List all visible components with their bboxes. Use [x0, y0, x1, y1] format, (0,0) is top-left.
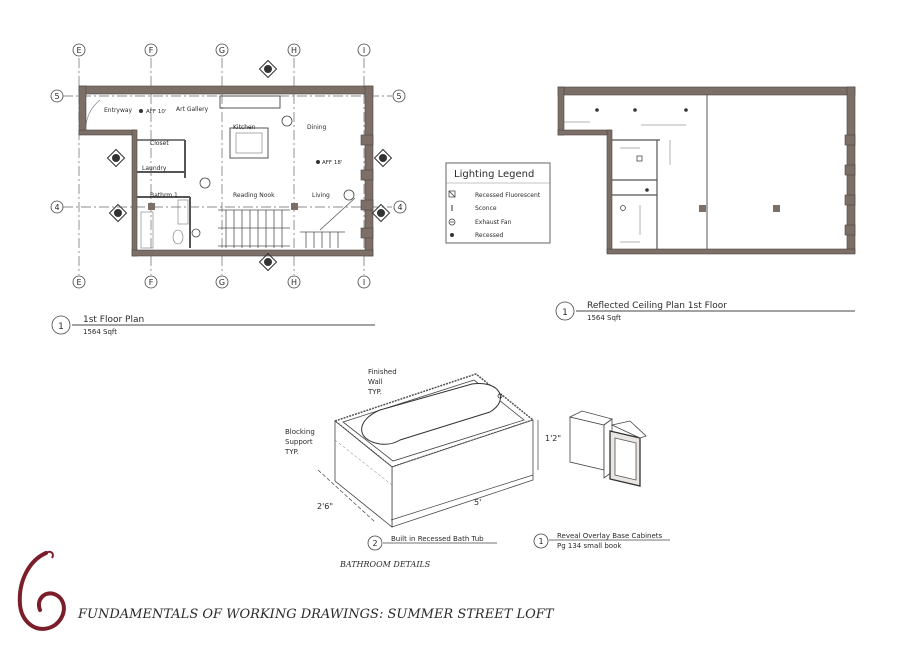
svg-text:Reveal Overlay Base Cabinets: Reveal Overlay Base Cabinets	[557, 532, 663, 540]
floor-plan-title-block: 1 1st Floor Plan 1564 Sqft	[51, 315, 375, 336]
svg-text:I: I	[363, 278, 365, 287]
grid-bubble-g-top: G	[215, 43, 229, 57]
svg-text:Built in Recessed Bath Tub: Built in Recessed Bath Tub	[391, 535, 484, 543]
aff-note-10: AFF 10'	[146, 109, 166, 115]
floor-plan: E F G H I E F G H I 5 5 4 4	[50, 43, 407, 336]
stairs	[218, 197, 356, 248]
svg-text:Recessed: Recessed	[475, 232, 504, 239]
room-label-living: Living	[312, 192, 330, 199]
grid-bubble-e-bottom: E	[72, 275, 86, 289]
grid-bubble-g-bottom: G	[215, 275, 229, 289]
recessed-fluorescent-icon	[448, 190, 456, 198]
floor-plan-sqft: 1564 Sqft	[83, 328, 117, 336]
exterior-walls	[78, 85, 374, 257]
section-marker-icon	[371, 203, 391, 223]
base-cabinet-detail: 1 Reveal Overlay Base Cabinets Pg 134 sm…	[533, 410, 670, 550]
floor-plan-title: 1st Floor Plan	[83, 315, 144, 325]
svg-text:2: 2	[372, 539, 377, 548]
svg-text:G: G	[219, 278, 225, 287]
legend-title: Lighting Legend	[454, 169, 534, 180]
section-marker-icon	[258, 252, 278, 272]
svg-text:E: E	[76, 46, 81, 55]
svg-text:Sconce: Sconce	[475, 205, 497, 212]
grid-bubble-f-top: F	[144, 43, 158, 57]
section-title: BATHROOM DETAILS	[339, 560, 431, 569]
recessed-icon	[450, 233, 454, 237]
grid-bubble-e-top: E	[72, 43, 86, 57]
section-marker-icon	[108, 203, 128, 223]
note-blocking-support: Blocking	[285, 428, 315, 436]
grid-bubble-4-left: 4	[50, 200, 64, 214]
sheet-title: FUNDAMENTALS OF WORKING DRAWINGS: SUMMER…	[77, 607, 555, 622]
section-marker-icon	[373, 148, 393, 168]
svg-text:5: 5	[54, 92, 59, 101]
grid-bubble-h-bottom: H	[287, 275, 301, 289]
svg-text:Exhaust Fan: Exhaust Fan	[475, 219, 512, 226]
lighting-legend: Lighting Legend Recessed Fluorescent Sco…	[445, 162, 551, 244]
svg-text:5: 5	[396, 92, 401, 101]
svg-text:Wall: Wall	[368, 378, 383, 386]
interior-walls	[85, 95, 298, 249]
grid-bubble-5-right: 5	[392, 89, 406, 103]
dim-length: 5'	[474, 498, 481, 507]
svg-text:E: E	[76, 278, 81, 287]
svg-text:1: 1	[538, 537, 543, 546]
dim-height: 1'2"	[545, 434, 561, 443]
svg-text:I: I	[363, 46, 365, 55]
room-label-laundry: Laundry	[142, 165, 167, 172]
section-marker-icon	[106, 148, 126, 168]
grid-bubble-i-bottom: I	[357, 275, 371, 289]
section-marker-icon	[258, 59, 278, 79]
room-label-closet: Closet	[150, 140, 169, 147]
svg-text:Pg 134 small book: Pg 134 small book	[557, 542, 622, 550]
ceiling-plan-sqft: 1564 Sqft	[587, 314, 621, 322]
room-label-kitchen: Kitchen	[233, 124, 256, 131]
svg-text:H: H	[291, 46, 297, 55]
svg-text:F: F	[149, 278, 154, 287]
room-label-bathroom: Bathrm 1	[150, 192, 178, 199]
svg-text:1: 1	[562, 308, 568, 318]
svg-text:Recessed Fluorescent: Recessed Fluorescent	[475, 192, 541, 199]
grid-bubble-i-top: I	[357, 43, 371, 57]
aff-note-18: AFF 18'	[322, 160, 342, 166]
dim-width: 2'6"	[317, 502, 333, 511]
svg-text:Support: Support	[285, 438, 313, 446]
room-label-dining: Dining	[307, 124, 327, 131]
room-label-entryway: Entryway	[104, 107, 133, 114]
ceiling-plan-title-block: 1 Reflected Ceiling Plan 1st Floor 1564 …	[555, 301, 855, 322]
ceiling-plan-title: Reflected Ceiling Plan 1st Floor	[587, 301, 727, 311]
grid-bubble-5-left: 5	[50, 89, 64, 103]
bathtub-caption: 2 Built in Recessed Bath Tub	[367, 535, 497, 551]
room-label-art-gallery: Art Gallery	[176, 106, 209, 113]
room-label-reading-nook: Reading Nook	[233, 192, 275, 199]
cabinet-caption: 1 Reveal Overlay Base Cabinets Pg 134 sm…	[533, 532, 670, 550]
grid-bubble-4-right: 4	[393, 200, 407, 214]
ceiling-plan: 1 Reflected Ceiling Plan 1st Floor 1564 …	[555, 86, 856, 322]
svg-text:H: H	[291, 278, 297, 287]
svg-text:TYP.: TYP.	[367, 388, 382, 396]
grid-bubble-f-bottom: F	[144, 275, 158, 289]
svg-text:F: F	[149, 46, 154, 55]
svg-text:1: 1	[58, 322, 64, 332]
note-finished-wall: Finished	[368, 368, 397, 376]
exhaust-fan-icon	[448, 218, 456, 226]
bathtub-detail: 1'2" 5' 2'6" Finished Wall TYP. Blocking…	[284, 368, 561, 551]
sheet-number-logo	[17, 550, 66, 631]
svg-text:4: 4	[54, 203, 59, 212]
svg-text:4: 4	[397, 203, 402, 212]
grid-bubble-h-top: H	[287, 43, 301, 57]
svg-text:G: G	[219, 46, 225, 55]
svg-text:TYP.: TYP.	[284, 448, 299, 456]
